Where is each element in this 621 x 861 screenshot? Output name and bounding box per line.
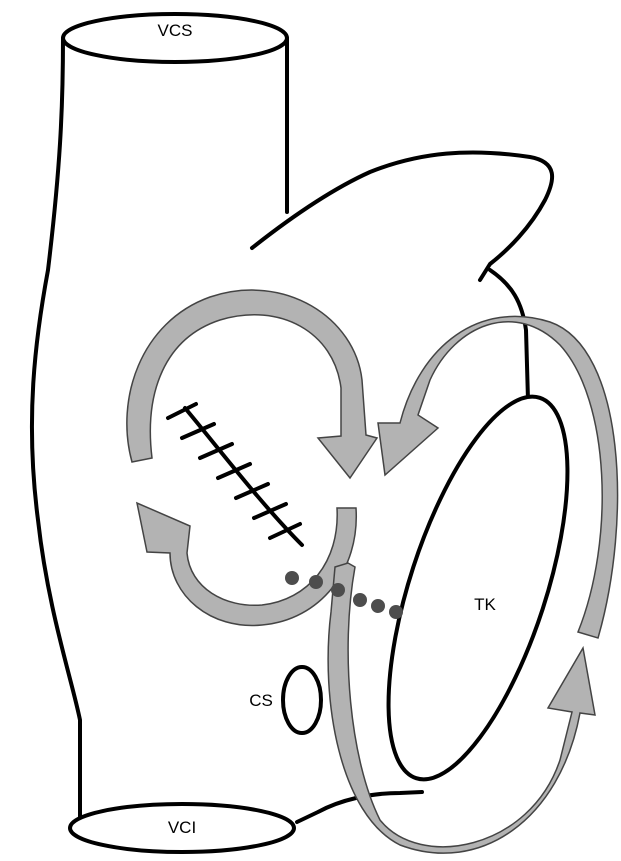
cs-opening — [283, 667, 321, 733]
scar-tick — [236, 484, 268, 498]
label-vci: VCI — [168, 818, 196, 837]
circuit-arrow-lower-left — [137, 503, 356, 625]
ablation-dot — [331, 583, 345, 597]
label-vcs: VCS — [158, 21, 193, 40]
ablation-dot — [353, 593, 367, 607]
ablation-dot — [285, 571, 299, 585]
ablation-dot — [309, 575, 323, 589]
atrial-appendage-outline — [252, 152, 552, 280]
label-cs: CS — [249, 691, 273, 710]
ablation-dot — [371, 599, 385, 613]
atrial-wall-right — [490, 270, 528, 400]
circuit-arrow-upper-left — [127, 290, 377, 478]
ablation-dot — [389, 605, 403, 619]
scar-tick — [254, 504, 286, 518]
vcs-left-wall — [32, 38, 80, 830]
label-tk: TK — [474, 595, 496, 614]
